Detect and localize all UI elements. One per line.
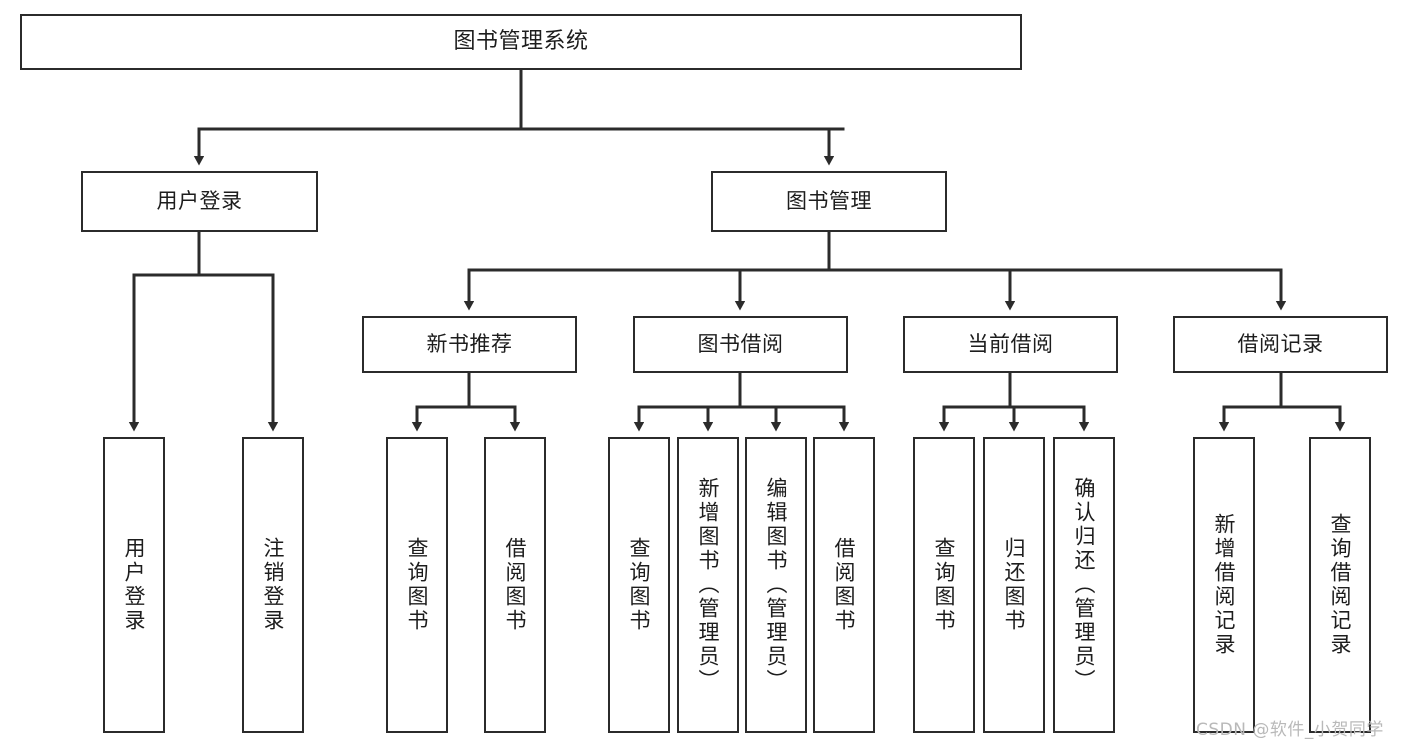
leaf-borrow-book-label: 借阅图书 [832, 537, 857, 633]
leaf-user-login-label: 用户登录 [122, 537, 147, 633]
leaf-add-book-admin-label: 新增图书（管理员） [696, 477, 721, 693]
leaf-return-book-label: 归还图书 [1002, 537, 1027, 633]
node-current-borrow[interactable]: 当前借阅 [903, 316, 1118, 373]
leaf-query-borrow-record-label: 查询借阅记录 [1328, 513, 1353, 657]
node-book-borrow[interactable]: 图书借阅 [633, 316, 848, 373]
leaf-edit-book-admin[interactable]: 编辑图书（管理员） [745, 437, 807, 733]
leaf-confirm-return-admin-label: 确认归还（管理员） [1072, 477, 1097, 693]
leaf-query-book-current[interactable]: 查询图书 [913, 437, 975, 733]
leaf-borrow-book[interactable]: 借阅图书 [813, 437, 875, 733]
leaf-add-borrow-record-label: 新增借阅记录 [1212, 513, 1237, 657]
leaf-return-book[interactable]: 归还图书 [983, 437, 1045, 733]
node-root[interactable]: 图书管理系统 [20, 14, 1022, 70]
leaf-logout-login-label: 注销登录 [261, 537, 286, 633]
leaf-add-borrow-record[interactable]: 新增借阅记录 [1193, 437, 1255, 733]
leaf-logout-login[interactable]: 注销登录 [242, 437, 304, 733]
leaf-edit-book-admin-label: 编辑图书（管理员） [764, 477, 789, 693]
leaf-query-book-current-label: 查询图书 [932, 537, 957, 633]
node-user-login[interactable]: 用户登录 [81, 171, 318, 232]
node-book-borrow-label: 图书借阅 [697, 331, 784, 356]
node-book-management[interactable]: 图书管理 [711, 171, 947, 232]
leaf-query-book-recommend[interactable]: 查询图书 [386, 437, 448, 733]
leaf-user-login[interactable]: 用户登录 [103, 437, 165, 733]
node-borrow-record[interactable]: 借阅记录 [1173, 316, 1388, 373]
node-new-book-recommend-label: 新书推荐 [426, 331, 513, 356]
node-book-management-label: 图书管理 [786, 188, 872, 213]
node-current-borrow-label: 当前借阅 [967, 331, 1054, 356]
leaf-confirm-return-admin[interactable]: 确认归还（管理员） [1053, 437, 1115, 733]
leaf-borrow-book-recommend-label: 借阅图书 [503, 537, 528, 633]
node-borrow-record-label: 借阅记录 [1237, 331, 1324, 356]
csdn-watermark: CSDN @软件_小贺同学 [1196, 720, 1384, 740]
leaf-borrow-book-recommend[interactable]: 借阅图书 [484, 437, 546, 733]
node-user-login-label: 用户登录 [156, 188, 243, 213]
leaf-query-book-borrow[interactable]: 查询图书 [608, 437, 670, 733]
leaf-add-book-admin[interactable]: 新增图书（管理员） [677, 437, 739, 733]
leaf-query-book-borrow-label: 查询图书 [627, 537, 652, 633]
leaf-query-borrow-record[interactable]: 查询借阅记录 [1309, 437, 1371, 733]
node-root-label: 图书管理系统 [453, 28, 589, 54]
node-new-book-recommend[interactable]: 新书推荐 [362, 316, 577, 373]
leaf-query-book-recommend-label: 查询图书 [405, 537, 430, 633]
